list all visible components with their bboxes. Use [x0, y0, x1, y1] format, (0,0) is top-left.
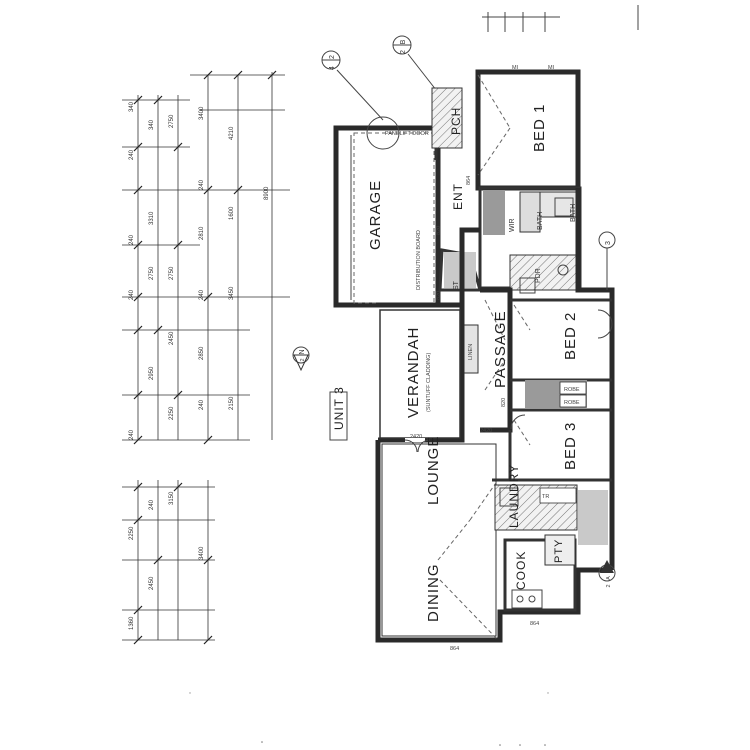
- dim-label: 240: [129, 149, 135, 160]
- robes: ROBE ROBE: [525, 380, 587, 408]
- passage: PASSAGE: [484, 299, 509, 391]
- passage-label: PASSAGE: [492, 310, 509, 388]
- st-label: ST: [453, 280, 460, 290]
- bed3-label: BED 3: [562, 422, 579, 470]
- marker-letter: A: [606, 576, 612, 580]
- section-marker-c: 3: [598, 231, 616, 290]
- dim-label: 8900: [264, 186, 270, 200]
- dim-label: 240: [129, 234, 135, 245]
- misc-dim-labels: 820 820 864 820 2420 2420 864 864: [410, 176, 539, 652]
- bed1-label: BED 1: [531, 104, 548, 152]
- dim-label: 240: [129, 289, 135, 300]
- dim-label: 2750: [169, 114, 175, 128]
- dim-label: 340: [129, 101, 135, 112]
- dim-label: 864: [466, 176, 472, 185]
- garage: PANELIFT DOOR GARAGE DISTRIBUTION BOARD: [333, 116, 441, 308]
- north-number: 2: [300, 358, 306, 361]
- dim-label: 240: [149, 499, 155, 510]
- wet-area: WIR BATH BATH PDR: [478, 186, 582, 294]
- section-marker-a-right: A 2: [598, 560, 616, 588]
- dim-label: 240: [199, 179, 205, 190]
- bed1: BED 1 MI MI: [475, 65, 581, 191]
- linen-label: LINEN: [468, 344, 474, 360]
- pdr-label: PDR: [535, 268, 542, 283]
- tr-label: TR: [542, 494, 549, 500]
- dim-label: 864: [450, 646, 459, 652]
- dim-label: 2450: [149, 576, 155, 590]
- pch-label: PCH: [449, 107, 463, 135]
- cook-label: COOK: [514, 551, 528, 590]
- dimension-chains: 340 240 340 2750 3310 240 2750 2750 240 …: [122, 70, 290, 645]
- dim-label: 1360: [129, 616, 135, 630]
- marker-letter: B: [400, 39, 407, 44]
- dim-label: 820: [436, 226, 442, 235]
- verandah: VERANDAH (SUNTUFF CLADDING): [379, 309, 461, 439]
- dim-label: 864: [530, 621, 539, 627]
- dim-label: 3150: [169, 491, 175, 505]
- dim-label: 2450: [169, 331, 175, 345]
- dim-label: 2150: [229, 396, 235, 410]
- north-arrow: N 2: [292, 346, 310, 372]
- robe2-label: ROBE: [564, 400, 580, 406]
- section-marker-b: B 2: [392, 35, 441, 96]
- distribution-board-label: DISTRIBUTION BOARD: [416, 230, 422, 290]
- dim-label: 2420: [480, 428, 492, 434]
- dimension-labels: 340 240 340 2750 3310 240 2750 2750 240 …: [129, 101, 270, 630]
- robe1-label: ROBE: [564, 387, 580, 393]
- marker-number: 3: [605, 241, 612, 245]
- dim-label: 340: [149, 119, 155, 130]
- marker-number: 4: [329, 66, 336, 70]
- dim-label: 3400: [199, 106, 205, 120]
- dim-label: 2250: [129, 526, 135, 540]
- bed3: BED 3: [510, 414, 579, 470]
- dim-label: 2250: [169, 406, 175, 420]
- lounge-label: LOUNGE: [425, 436, 442, 505]
- dim-label: 1600: [229, 206, 235, 220]
- dim-label: 2950: [149, 366, 155, 380]
- dim-label: 2850: [199, 346, 205, 360]
- dim-label: 3450: [229, 286, 235, 300]
- section-marker-a: 2 4: [321, 50, 384, 121]
- marker-number: 2: [606, 584, 612, 587]
- dim-label: 240: [199, 399, 205, 410]
- pty-label: PTY: [553, 539, 565, 563]
- ent-label: ENT: [451, 183, 465, 210]
- porch: PCH ENT: [431, 87, 465, 210]
- scan-dots: [189, 692, 549, 746]
- unit-label: UNIT 3: [329, 386, 348, 441]
- dim-label: 240: [129, 429, 135, 440]
- verandah-label: VERANDAH: [405, 327, 422, 418]
- outer-walls: [375, 188, 615, 643]
- bed2: BED 2: [513, 304, 613, 360]
- laundry-label: LAUNDRY: [507, 464, 521, 528]
- dim-label: 820: [436, 291, 442, 300]
- marker-number: 2: [400, 50, 407, 54]
- dim-label: 240: [199, 289, 205, 300]
- top-right-marks: [482, 5, 639, 32]
- dim-label: 2420: [410, 434, 422, 440]
- marker-number: 2: [329, 55, 336, 59]
- bath1-label: BATH: [537, 212, 544, 230]
- dim-label: 2750: [169, 266, 175, 280]
- dining-label: DINING: [425, 564, 442, 623]
- dim-label: 2750: [149, 266, 155, 280]
- svg-text:MI: MI: [548, 65, 555, 71]
- dim-label: 3310: [149, 211, 155, 225]
- dim-label: 2810: [199, 226, 205, 240]
- laundry-kitchen: LAUNDRY TR COOK PTY: [494, 464, 608, 612]
- dim-label: 3400: [199, 546, 205, 560]
- wir-label: WIR: [509, 218, 516, 232]
- dim-label: 4210: [229, 126, 235, 140]
- bed2-label: BED 2: [562, 312, 579, 360]
- dim-label: 820: [501, 398, 507, 407]
- unit-label-text: UNIT 3: [332, 386, 346, 430]
- verandah-sub-label: (SUNTUFF CLADDING): [426, 353, 432, 412]
- north-letter: N: [299, 349, 306, 354]
- svg-text:MI: MI: [512, 65, 519, 71]
- bath2-label: BATH: [570, 204, 577, 222]
- lounge-dining: LOUNGE DINING: [381, 436, 499, 641]
- panelift-door-label: PANELIFT DOOR: [385, 131, 429, 137]
- garage-label: GARAGE: [367, 180, 384, 250]
